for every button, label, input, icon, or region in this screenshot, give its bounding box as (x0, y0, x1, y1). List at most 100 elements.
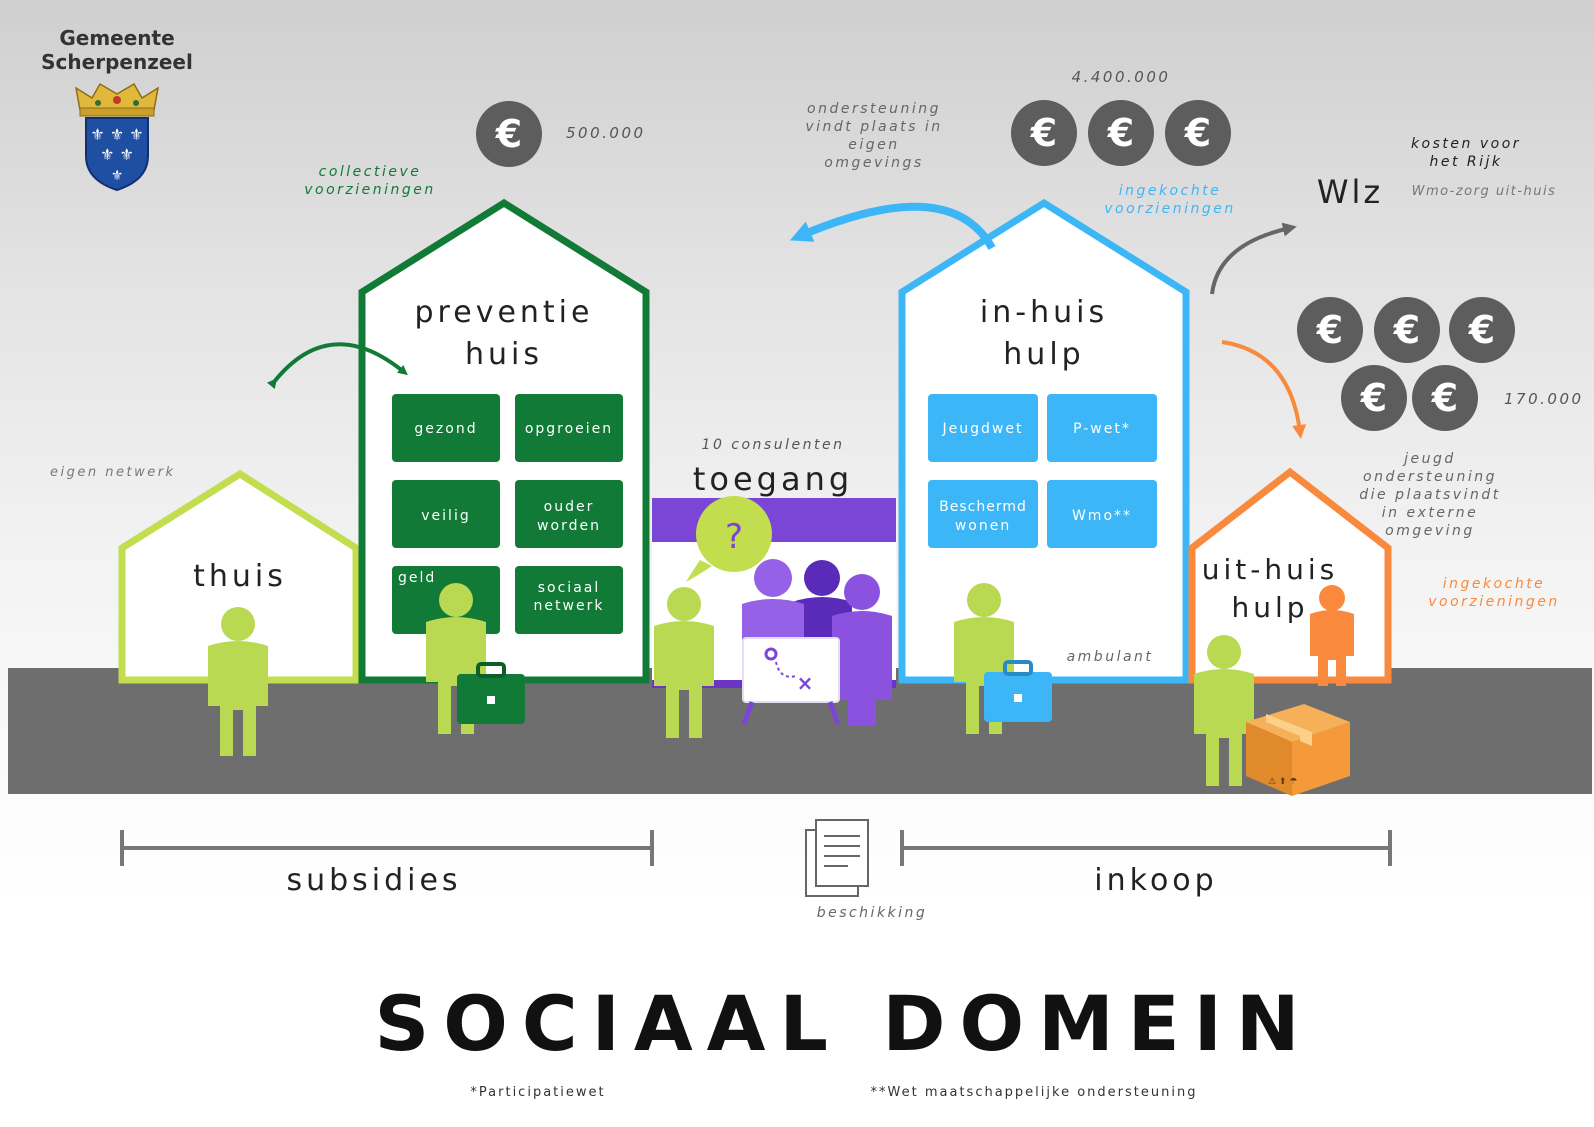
crown-icon (74, 82, 160, 117)
ingekochte-orange-label-1: ingekochte (1443, 576, 1546, 592)
box-gezond (392, 394, 500, 462)
question-bubble-icon: ? (686, 496, 772, 582)
blue-return-arrow (789, 202, 996, 250)
amount-preventie: 500.000 (566, 124, 646, 142)
document-icon (805, 819, 869, 897)
svg-text:⚠ ⬆ ☂: ⚠ ⬆ ☂ (1268, 777, 1297, 787)
box-sociaal-label-1: sociaal (538, 580, 601, 596)
house-uithuis-label-2: hulp (1231, 591, 1308, 624)
kosten-label-2: het Rijk (1429, 154, 1502, 170)
consulenten-label: 10 consulenten (702, 437, 845, 453)
ambulant-label: ambulant (1067, 649, 1154, 665)
box-sociaal-label-2: netwerk (534, 598, 605, 614)
collectieve-label-2: voorzieningen (304, 182, 436, 198)
wlz-label: Wlz (1317, 173, 1383, 211)
subsidies-label: subsidies (286, 863, 461, 898)
euro-symbol: € (1184, 111, 1211, 155)
house-thuis: thuis (118, 469, 360, 684)
house-preventie-label-2: huis (465, 337, 543, 372)
box-jeugdwet (928, 394, 1038, 462)
beschikking-label: beschikking (817, 905, 928, 921)
logo-line2: Scherpenzeel (41, 50, 193, 74)
euro-symbol: € (1393, 308, 1420, 352)
cardboard-box-icon: ⚠ ⬆ ☂ (1246, 704, 1350, 796)
page-title: SOCIAAL DOMEIN (374, 979, 1313, 1068)
house-inhuis-label-1: in-huis (980, 295, 1108, 330)
coat-of-arms-shield-icon: ⚜ ⚜ ⚜ ⚜ ⚜ ⚜ (85, 117, 149, 192)
whiteboard-icon: × (741, 637, 841, 725)
box-ouder-worden (515, 480, 623, 548)
ondersteuning-label-4: omgevings (824, 155, 923, 171)
ingekochte-orange-label-2: voorzieningen (1428, 594, 1560, 610)
svg-text:×: × (797, 671, 814, 695)
house-inhuis-label-2: hulp (1003, 337, 1084, 372)
euro-symbol: € (495, 112, 522, 156)
house-uithuis-label-1: uit-huis (1202, 553, 1338, 586)
person-uithuis-orange-icon (1310, 585, 1354, 686)
amount-in-huis: 4.400.000 (1072, 68, 1171, 86)
jeugd-label-5: omgeving (1385, 523, 1475, 539)
jeugd-label-4: in externe (1382, 505, 1478, 521)
ondersteuning-label-1: ondersteuning (807, 101, 941, 117)
footnote-participatiewet: *Participatiewet (470, 1085, 605, 1100)
subsidies-bracket (120, 830, 654, 866)
box-pwet-label: P-wet* (1073, 421, 1131, 437)
person-toegang-icon (654, 587, 714, 738)
inkoop-label: inkoop (1094, 863, 1217, 898)
box-sociaal-netwerk (515, 566, 623, 634)
euro-symbol: € (1107, 111, 1134, 155)
inkoop-bracket (900, 830, 1392, 866)
box-pwet (1047, 394, 1157, 462)
amount-uit-huis: 170.000 (1504, 390, 1584, 408)
euro-symbol: € (1360, 376, 1387, 420)
house-preventie: preventie huis gezond opgroeien veilig o… (358, 198, 650, 684)
grey-wlz-arrow (1210, 222, 1297, 295)
wmo-zorg-label: Wmo-zorg uit-huis (1412, 184, 1557, 199)
ondersteuning-label-2: vindt plaats in (805, 119, 942, 135)
green-exchange-arrow (266, 342, 408, 390)
jeugd-label-2: ondersteuning (1363, 469, 1497, 485)
collectieve-label-1: collectieve (319, 164, 422, 180)
person-uithuis-icon (1194, 635, 1254, 786)
box-veilig (392, 480, 500, 548)
box-beschermd-label-2: wonen (955, 518, 1011, 534)
person-thuis-icon (208, 607, 268, 756)
kosten-label-1: kosten voor (1411, 136, 1521, 152)
box-ouder-label-2: worden (537, 518, 601, 534)
euro-coins-uit-huis: € € € € € (1297, 297, 1515, 431)
box-ouder-label-1: ouder (544, 499, 595, 515)
toegang-label: toegang (693, 460, 853, 498)
euro-symbol: € (1431, 376, 1458, 420)
briefcase-blue-icon (984, 660, 1052, 722)
ondersteuning-label-3: eigen (848, 137, 899, 153)
svg-text:⚜ ⚜ ⚜: ⚜ ⚜ ⚜ (90, 125, 143, 144)
box-jeugdwet-label: Jeugdwet (942, 421, 1024, 437)
ingekochte-blue-label-2: voorzieningen (1104, 201, 1236, 217)
box-wmo (1047, 480, 1157, 548)
euro-symbol: € (1030, 111, 1057, 155)
ingekochte-blue-label-1: ingekochte (1119, 183, 1222, 199)
box-opgroeien (515, 394, 623, 462)
orange-uithuis-arrow (1221, 340, 1307, 439)
house-in-huis: in-huis hulp Jeugdwet P-wet* Beschermd w… (898, 198, 1190, 684)
briefcase-green-icon (457, 662, 525, 724)
jeugd-label-1: jeugd (1402, 451, 1456, 467)
eigen-netwerk-label: eigen netwerk (50, 465, 176, 480)
box-geld-label: geld (398, 570, 436, 586)
box-veilig-label: veilig (421, 508, 470, 524)
svg-text:⚜ ⚜: ⚜ ⚜ (100, 145, 134, 164)
euro-coins-in-huis: € € € (1011, 100, 1231, 166)
svg-text:⚜: ⚜ (111, 168, 124, 184)
box-wmo-label: Wmo** (1072, 508, 1132, 524)
box-beschermd-wonen (928, 480, 1038, 548)
municipality-logo: Gemeente Scherpenzeel ⚜ ⚜ ⚜ ⚜ ⚜ ⚜ (41, 26, 193, 192)
logo-line1: Gemeente (59, 26, 174, 50)
box-opgroeien-label: opgroeien (525, 421, 613, 437)
jeugd-label-3: die plaatsvindt (1359, 487, 1500, 503)
footnote-wmo: **Wet maatschappelijke ondersteuning (871, 1085, 1198, 1100)
euro-coin-preventie: € (476, 101, 542, 167)
house-thuis-label: thuis (193, 559, 287, 594)
box-beschermd-label-1: Beschermd (939, 499, 1027, 515)
question-mark: ? (725, 517, 743, 557)
